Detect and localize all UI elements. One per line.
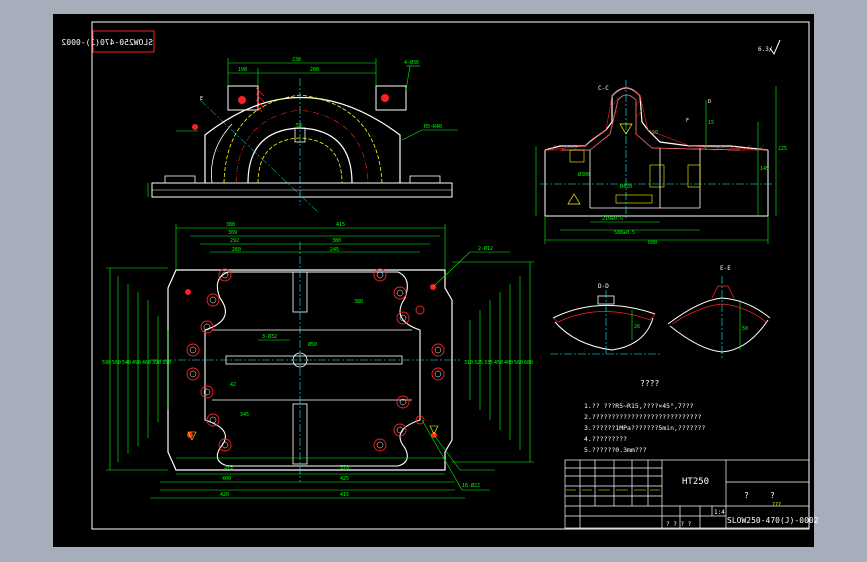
title-block-mark-2: ? [770, 491, 775, 500]
plan-note-ref: 3-Ø32 [262, 333, 277, 340]
plan-view: 380 415 309 292 380 260 245 380 375 370 … [102, 222, 534, 499]
roughness-mark: 6.3/ [758, 46, 773, 53]
side-dim-h3: 20 [652, 130, 658, 136]
technical-notes: ???? 1.?? ???R5~R15,????×45°,7??? 2.????… [584, 379, 705, 454]
plan-dim-42: 42 [230, 382, 236, 388]
side-dim-width: 600 [648, 240, 657, 246]
note-item-1: 1.?? ???R5~R15,????×45°,7??? [584, 402, 694, 410]
front-dim-280: 280 [310, 67, 319, 73]
section-ee-dim: 50 [742, 326, 748, 332]
plan-top-dim-6: 245 [330, 247, 339, 253]
plan-bottom-dim-3: 425 [340, 476, 349, 482]
title-block [564, 459, 810, 529]
plan-right-dim-0: 310 [464, 360, 473, 366]
section-ee-title: E-E [720, 265, 731, 272]
side-dim-h2: 145 [760, 166, 769, 172]
drawing-number-mirrored: SLOW250-470(J)-0002 [61, 38, 153, 47]
plan-bottom-dim-2: 400 [222, 476, 231, 482]
front-dim-radius: R5~R40 [424, 124, 442, 130]
plan-note-bottom: 16-Ø22 [462, 482, 480, 489]
front-view: 238 198 280 50 4-Ø36 R5~R40 E [147, 57, 458, 213]
title-block-drawing-no: SLOW250-470(J)-0002 [727, 516, 819, 525]
title-block-mark-3: ??? [772, 502, 781, 508]
plan-right-dim-1: 325 [474, 360, 483, 366]
plan-left-dim-5: 390 [152, 360, 161, 366]
note-item-4: 4.????????? [584, 435, 627, 443]
plan-left-dim-6: 350 [162, 360, 171, 366]
side-dim-d5: Ø300 [578, 171, 590, 178]
side-label-f: F [686, 118, 689, 124]
plan-center-dia: Ø50 [308, 341, 317, 348]
plan-top-dim-2: 309 [228, 230, 237, 236]
section-dd-view: D-D 26 [550, 283, 660, 355]
plan-left-dim-4: 460 [142, 360, 151, 366]
notes-title: ???? [640, 379, 659, 388]
note-item-3: 3.??????1MPa???????5min,??????? [584, 424, 705, 432]
plan-right-dim-6: 680 [524, 360, 533, 366]
title-block-mark-1: ? [744, 491, 749, 500]
plan-right-dim-2: 335 [484, 360, 493, 366]
section-cc-view: C-C [535, 80, 787, 246]
plan-left-dim-2: 540 [122, 360, 131, 366]
section-dd-dim: 26 [634, 324, 640, 330]
plan-left-dim-3: 490 [132, 360, 141, 366]
front-section-label-e: E [200, 96, 203, 102]
title-block-scale: 1:4 [714, 509, 725, 516]
plan-top-dim-0: 380 [226, 222, 235, 228]
front-dim-50: 50 [296, 123, 302, 129]
section-ee-view: E-E 50 [667, 265, 771, 358]
title-block-material: HT250 [682, 477, 709, 487]
plan-left-dim-0: 590 [102, 360, 111, 366]
side-label-d: D [708, 99, 711, 105]
side-dim-d1: 580±0.5 [614, 230, 635, 236]
plan-top-dim-5: 260 [232, 247, 241, 253]
plan-right-dim-3: 450 [494, 360, 503, 366]
title-block-grid-marks: ? ? ? ? [666, 521, 692, 528]
front-dim-238: 238 [292, 57, 301, 63]
note-item-2: 2.???????????????????????????? [584, 413, 701, 421]
section-cc-title: C-C [598, 85, 609, 92]
side-dim-h4: 15 [708, 120, 714, 126]
plan-bottom-dim-4: 420 [220, 492, 229, 498]
plan-top-dim-3: 292 [230, 238, 239, 244]
front-dim-holes: 4-Ø36 [404, 59, 419, 66]
roughness-check-icon [769, 39, 781, 56]
inner-border [91, 21, 810, 530]
plan-hole-note: 2-Ø12 [478, 245, 493, 252]
side-dim-d2: 210±0.5 [602, 216, 623, 222]
plan-bottom-dim-0: 375 [224, 465, 233, 471]
plan-top-dim-4: 380 [332, 238, 341, 244]
plan-right-dim-4: 400 [504, 360, 513, 366]
side-dim-h1: 225 [778, 146, 787, 152]
side-dim-d6: Ø420 [620, 183, 632, 190]
plan-left-dim-1: 560 [112, 360, 121, 366]
section-dd-title: D-D [598, 283, 609, 290]
drawing-number-box [92, 30, 155, 53]
plan-dim-345: 345 [240, 412, 249, 418]
plan-top-dim-7: 380 [354, 299, 363, 305]
plan-right-dim-5: 560 [514, 360, 523, 366]
plan-bottom-dim-1: 370 [340, 465, 349, 471]
plan-top-dim-1: 415 [336, 222, 345, 228]
front-dim-198: 198 [238, 67, 247, 73]
note-item-5: 5.??????0.3mm??? [584, 446, 647, 454]
plan-bottom-dim-5: 415 [340, 492, 349, 498]
